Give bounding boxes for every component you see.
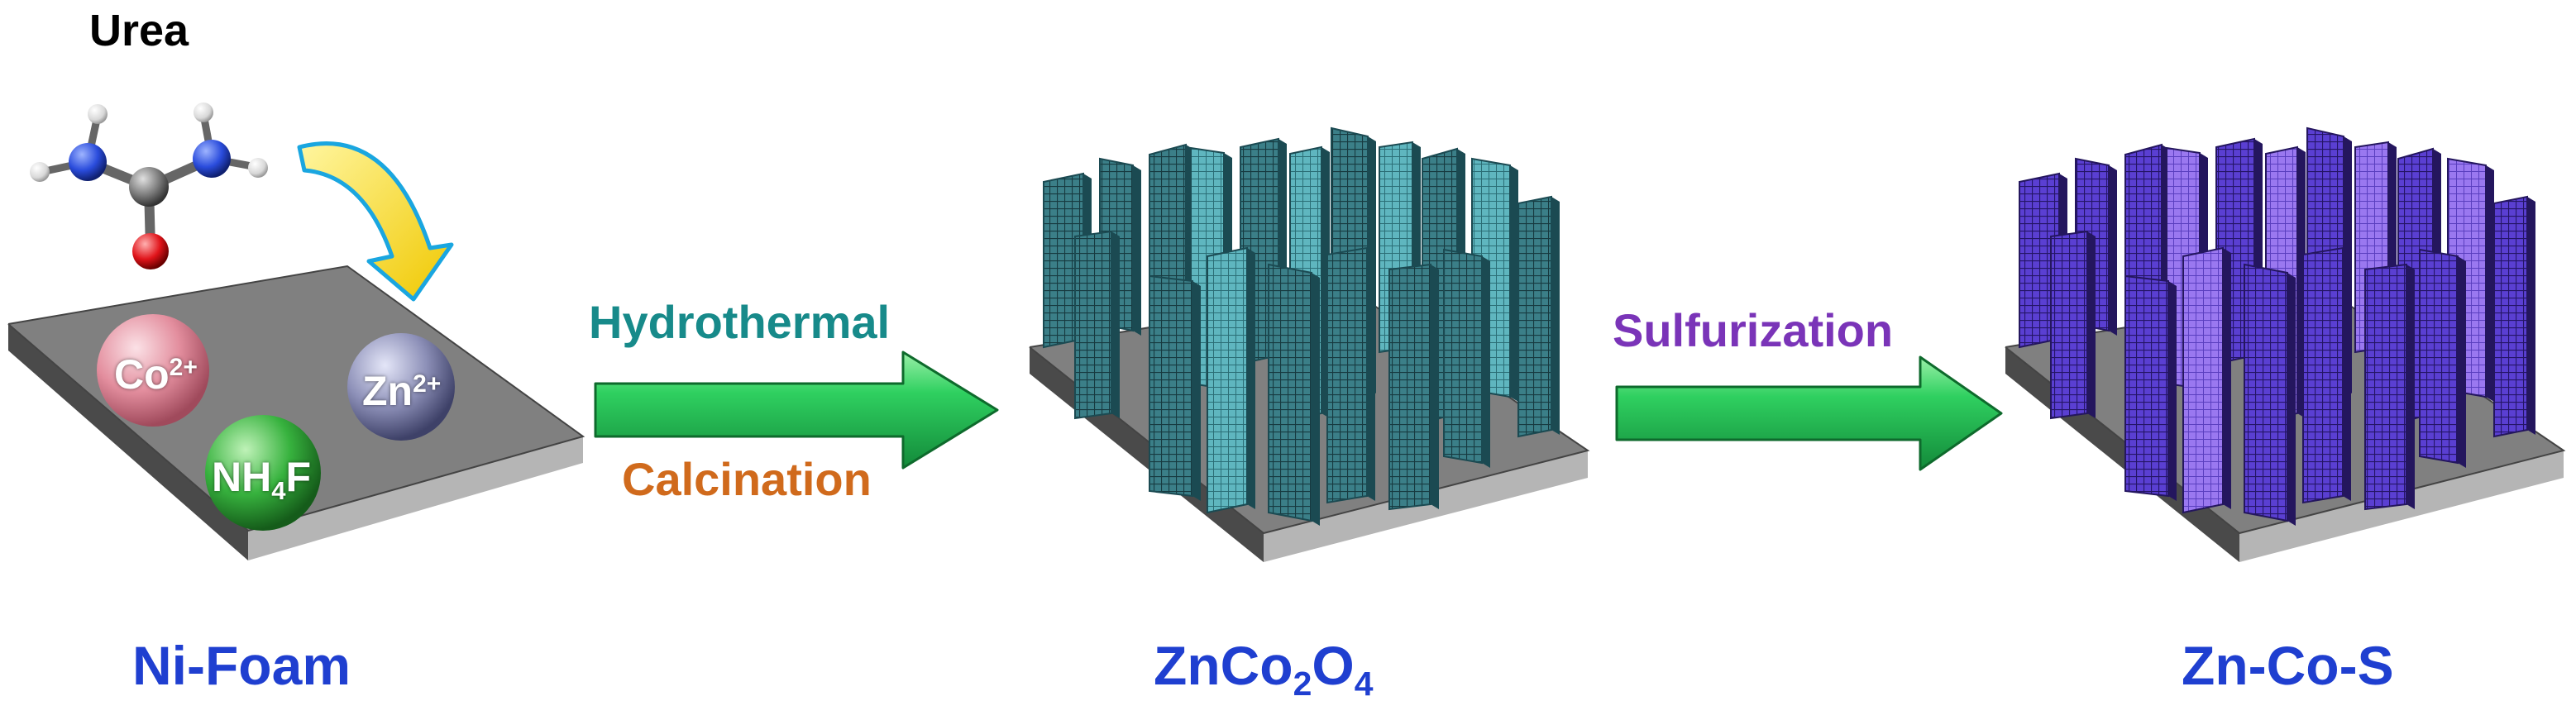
nanosheet-edge [1192,281,1201,501]
nanosheet-edge [2343,248,2351,501]
zn-ion-sphere [347,333,455,441]
nanosheet [2244,263,2288,522]
nanosheet-edge [2527,197,2535,435]
nanosheet-edge [1482,256,1490,468]
nanosheet-edge [2087,231,2096,418]
sulfurization-arrow [1615,355,2003,471]
nanosheet-edge [1133,165,1141,336]
nanosheet [1074,230,1112,420]
nanosheet [1207,246,1248,514]
znco2o4-nanosheets [1043,126,1560,526]
urea-label: Urea [89,6,189,55]
nh4f-label: NH4F [212,454,312,505]
calcination-label: Calcination [622,453,872,505]
zn-ion-label: Zn2+ [362,368,442,414]
zn-co-s-label: Zn-Co-S [2182,635,2394,696]
nanosheet [2050,230,2088,420]
nanosheet [2419,248,2459,465]
nanosheet-edge [1551,197,1560,435]
nanosheet-edge [1111,231,1120,418]
nanosheet [1388,263,1431,511]
nanosheet [2493,195,2528,438]
nanosheet [1443,248,1483,465]
nanosheet-edge [2458,256,2466,468]
nanosheet [1326,246,1368,504]
nanosheet-edge [2168,281,2177,501]
co-ion-label: Co2+ [114,351,198,398]
nanosheet-edge [2223,248,2231,509]
nanosheet [2302,246,2344,504]
nanosheet [1149,274,1193,498]
nanosheet-edge [1431,265,1439,509]
znco2o4-label: ZnCo2O4 [1154,635,1374,703]
nanosheet-edge [2406,265,2415,509]
nanosheet [2182,246,2224,514]
nanosheet-edge [1510,165,1518,402]
nanosheet [1517,195,1552,438]
curved-arrow-icon [297,141,454,302]
nanosheet-edge [2287,273,2296,526]
nanosheet [2124,274,2169,498]
hydrothermal-label: Hydrothermal [589,296,891,348]
nanosheet [2364,263,2407,511]
hydrothermal-arrow [594,350,999,470]
nanosheet-edge [2486,165,2494,402]
zn-co-s-nanosheets [2019,126,2535,526]
co-ion-sphere [97,314,209,427]
nh4f-sphere [205,415,321,531]
sulfurization-label: Sulfurization [1613,304,1894,356]
nanosheet [1268,263,1312,522]
ni-foam-label: Ni-Foam [132,635,351,696]
urea-molecule-icon [30,103,268,269]
nanosheet-edge [1247,248,1255,509]
nanosheet-edge [1312,273,1320,526]
nanosheet-edge [1367,248,1375,501]
nanosheet-edge [2109,165,2117,336]
